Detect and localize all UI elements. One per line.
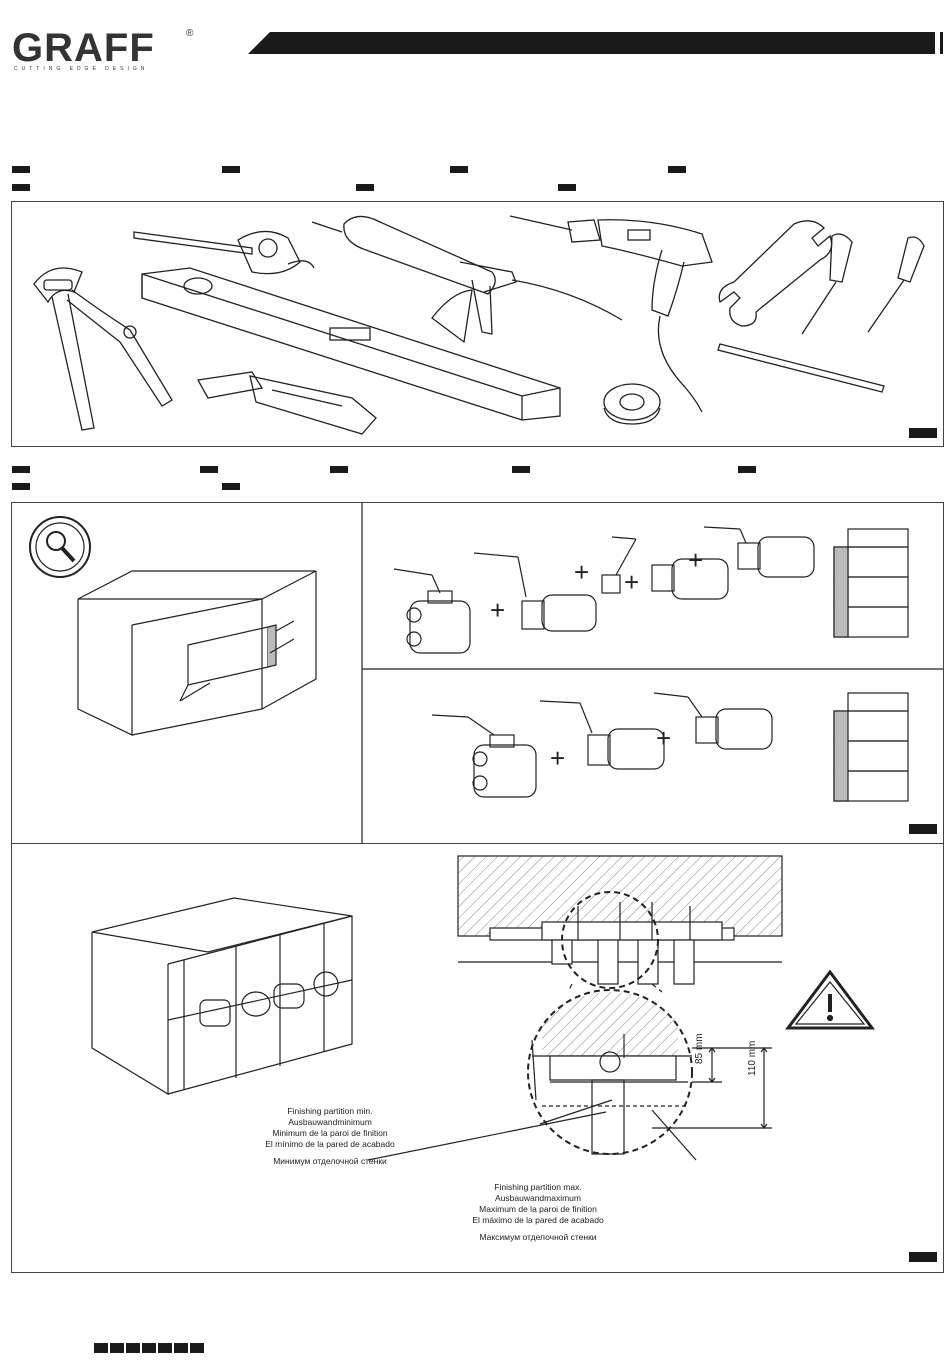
parts-table-upper xyxy=(833,528,909,638)
min-partition-label: Finishing partition min. Ausbauwandminim… xyxy=(265,1106,395,1166)
footer-code-bar xyxy=(94,1343,204,1353)
header-bar xyxy=(248,32,943,54)
valve-body-icon xyxy=(431,714,537,798)
svg-text:+: + xyxy=(550,743,565,773)
valve-assembly-upper: + + + + xyxy=(393,526,815,654)
figure-badge xyxy=(909,428,937,438)
svg-text:+: + xyxy=(688,545,703,575)
wall-section-diagram xyxy=(457,855,783,1161)
language-tag xyxy=(330,466,348,473)
caulking-gun-icon xyxy=(311,215,623,344)
language-tag xyxy=(12,483,30,490)
ptfe-tape-icon xyxy=(603,383,661,425)
extension-nipple-icon xyxy=(601,536,637,594)
language-tag xyxy=(356,184,374,191)
warning-icon xyxy=(785,969,875,1030)
language-tag xyxy=(512,466,530,473)
pencil-icon xyxy=(717,343,885,393)
dimension-110: 110 mm xyxy=(747,1040,758,1076)
brand-logo: GRAFF xyxy=(12,26,155,70)
volume-cartridge-icon xyxy=(653,692,773,750)
svg-text:+: + xyxy=(574,557,589,587)
language-tag xyxy=(222,483,240,490)
svg-text:+: + xyxy=(624,567,639,597)
drywall-installation-diagram xyxy=(91,897,607,1161)
valve-body-icon xyxy=(393,568,471,654)
language-tag xyxy=(450,166,468,173)
language-tag xyxy=(12,166,30,173)
tools-illustration xyxy=(33,215,925,435)
svg-text:+: + xyxy=(490,595,505,625)
dimension-85: 85 mm xyxy=(694,1033,705,1064)
figure-badge xyxy=(909,824,937,834)
power-drill-icon xyxy=(509,215,713,413)
inspect-icon xyxy=(29,516,91,578)
wall-cavity-diagram xyxy=(77,570,317,736)
language-tag xyxy=(558,184,576,191)
tools-panel xyxy=(11,201,944,447)
brand-tagline: CUTTING EDGE DESIGN xyxy=(14,66,149,72)
diverter-cartridge-icon xyxy=(539,700,665,770)
spirit-level-icon xyxy=(141,267,561,421)
language-tag xyxy=(12,466,30,473)
diverter-cartridge-icon xyxy=(473,552,597,632)
language-tag xyxy=(738,466,756,473)
language-tag xyxy=(668,166,686,173)
pipe-wrench-icon xyxy=(33,267,173,431)
assembly-panel: + + + + xyxy=(11,502,944,844)
installation-panel: 85 mm 110 mm Finishing partition min. Au… xyxy=(11,843,944,1273)
language-tag xyxy=(12,184,30,191)
screwdriver-icon xyxy=(801,233,925,335)
utility-knife-icon xyxy=(196,371,377,435)
svg-text:+: + xyxy=(656,723,671,753)
figure-badge xyxy=(909,1252,937,1262)
max-partition-label: Finishing partition max. Ausbauwandmaxim… xyxy=(472,1182,604,1242)
spanner-icon xyxy=(718,220,833,327)
registered-mark: ® xyxy=(186,28,194,39)
parts-table-lower xyxy=(833,692,909,802)
language-tag xyxy=(222,166,240,173)
tape-measure-icon xyxy=(133,230,315,275)
thermostatic-cartridge-icon xyxy=(651,558,729,600)
language-tag xyxy=(200,466,218,473)
volume-cartridge-icon xyxy=(703,526,815,578)
valve-assembly-lower: + + xyxy=(431,692,773,798)
